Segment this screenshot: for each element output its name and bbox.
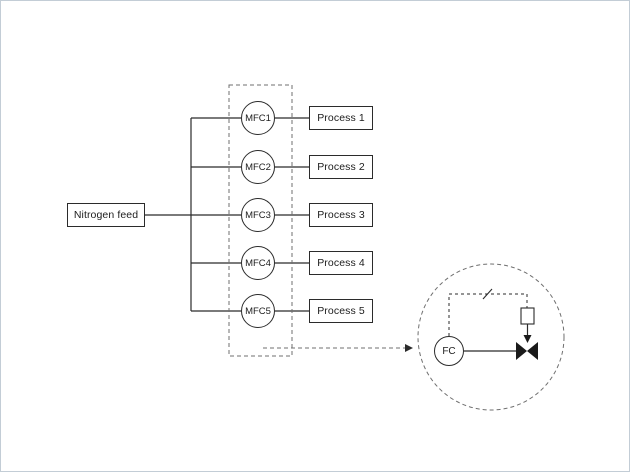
mfc-group-outline [228,84,293,357]
process1-label: Process 1 [317,112,365,124]
process5-label: Process 5 [317,305,365,317]
process1-box: Process 1 [309,106,373,130]
mfc2-label: MFC2 [245,161,271,173]
mfc5-label: MFC5 [245,305,271,317]
signal-slash-icon [482,288,493,300]
mfc3-label: MFC3 [245,209,271,221]
mfc4-node: MFC4 [241,246,275,280]
nitrogen-feed-label: Nitrogen feed [73,209,139,221]
signal-line [448,293,528,336]
mfc4-label: MFC4 [245,257,271,269]
flow-controller-label: FC [442,345,456,357]
mfc1-node: MFC1 [241,101,275,135]
callout-arrowhead-icon [405,344,413,352]
actuator-icon [520,307,535,325]
actuator-arrowhead-icon [523,335,532,343]
detail-callout-circle [417,263,565,411]
mfc2-node: MFC2 [241,150,275,184]
nitrogen-feed-box: Nitrogen feed [67,203,145,227]
process4-box: Process 4 [309,251,373,275]
process2-box: Process 2 [309,155,373,179]
process3-box: Process 3 [309,203,373,227]
process4-label: Process 4 [317,257,365,269]
process2-label: Process 2 [317,161,365,173]
flow-controller-node: FC [434,336,464,366]
process5-box: Process 5 [309,299,373,323]
process3-label: Process 3 [317,209,365,221]
mfc5-node: MFC5 [241,294,275,328]
valve-icon [516,342,538,360]
mfc1-label: MFC1 [245,112,271,124]
mfc3-node: MFC3 [241,198,275,232]
